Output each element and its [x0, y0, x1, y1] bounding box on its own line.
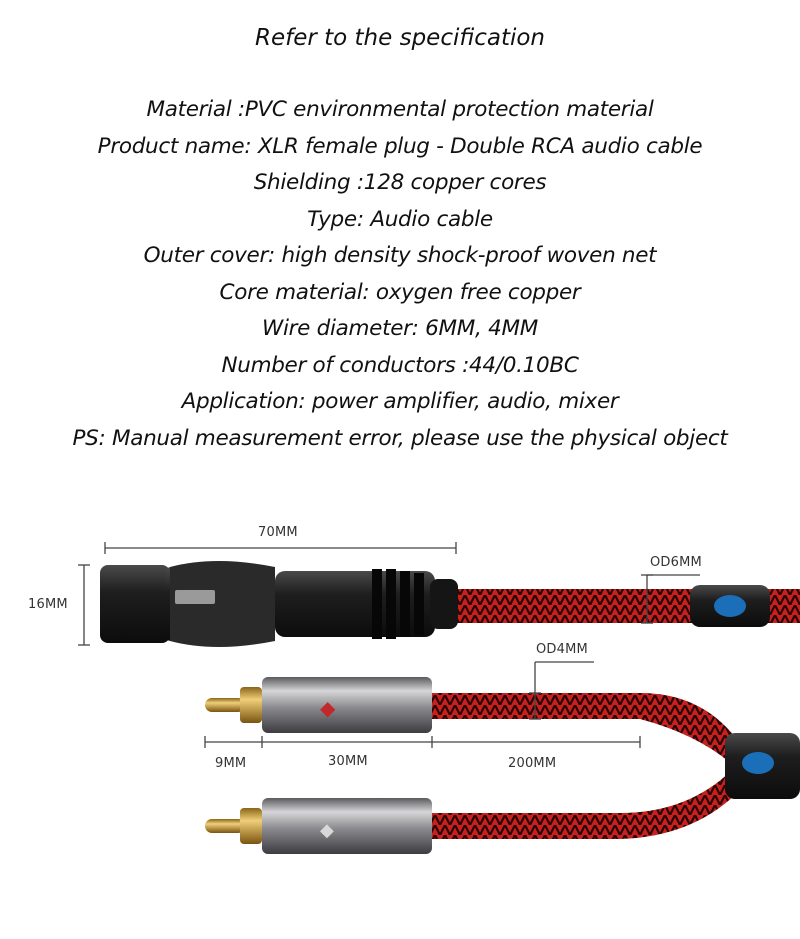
spec-application: Application: power amplifier, audio, mix…	[181, 389, 619, 414]
spec-type: Type: Audio cable	[307, 206, 493, 232]
rca-connector-bottom: ◆	[205, 798, 432, 854]
label-rca-tip: 9MM	[215, 756, 247, 771]
label-xlr-height: 16MM	[28, 597, 68, 612]
xlr-latch	[175, 590, 215, 604]
rca-connector-top: ◆	[205, 677, 432, 733]
spec-conductors: Number of conductors :44/0.10BC	[221, 352, 579, 378]
spec-list: Material :PVC environmental protection m…	[0, 92, 800, 457]
rca-logo-icon: ◆	[320, 696, 336, 720]
xlr-connector	[100, 561, 458, 647]
rca-logo-icon-bottom: ◆	[320, 820, 334, 841]
label-od-main: OD6MM	[650, 555, 702, 570]
label-branch-length: 200MM	[508, 756, 557, 771]
spec-note: PS: Manual measurement error, please use…	[72, 425, 728, 451]
dimension-lines	[78, 542, 700, 748]
splitter-logo-icon-lower	[742, 752, 774, 774]
splitter-logo-icon	[714, 595, 746, 617]
branch-cable-bottom	[430, 767, 735, 839]
label-od-branch: OD4MM	[536, 642, 588, 657]
spec-wire-diameter: Wire diameter: 6MM, 4MM	[261, 316, 538, 341]
spec-shielding: Shielding :128 copper cores	[253, 170, 547, 195]
spec-outer-cover: Outer cover: high density shock-proof wo…	[143, 243, 657, 268]
page-heading: Refer to the specification	[254, 25, 546, 51]
label-rca-body: 30MM	[328, 754, 368, 769]
spec-material: Material :PVC environmental protection m…	[146, 97, 654, 122]
label-xlr-length: 70MM	[258, 525, 298, 540]
spec-core-material: Core material: oxygen free copper	[219, 279, 581, 305]
cable-diagram: ◆ ◆	[0, 505, 800, 935]
spec-product-name: Product name: XLR female plug - Double R…	[97, 133, 703, 159]
cable-illustration: ◆ ◆	[78, 542, 800, 854]
branch-cable-top	[430, 693, 735, 767]
